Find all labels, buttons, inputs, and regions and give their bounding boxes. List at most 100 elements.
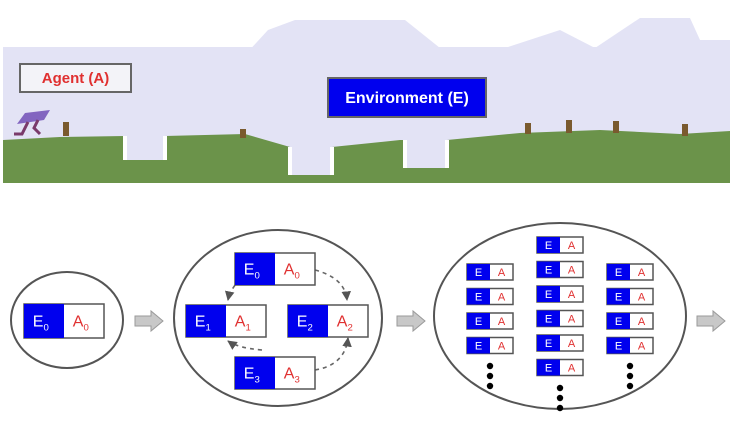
e-subscript: 1 (205, 323, 210, 334)
stage2-ellipse (173, 229, 383, 407)
e-label: E (545, 240, 552, 252)
ellipsis-dots (626, 362, 634, 390)
a-subscript: 2 (347, 323, 352, 334)
arrow-stage1-to-stage2 (134, 309, 164, 333)
mountain-silhouette (3, 18, 730, 60)
e-subscript: 2 (307, 323, 312, 334)
e-label: E (545, 362, 552, 374)
e-label: E (615, 340, 622, 352)
e-cell (186, 305, 226, 337)
a-label: A (568, 289, 576, 301)
a-label: A (498, 291, 506, 303)
a-subscript: 0 (294, 271, 299, 282)
e-label: E (545, 313, 552, 325)
a-label: A (498, 340, 506, 352)
e-label: E (545, 338, 552, 350)
e-cell (537, 237, 560, 253)
a-subscript: 0 (83, 323, 88, 334)
e-label: E (545, 289, 552, 301)
e-label: E (475, 316, 482, 328)
a-label: A (638, 291, 646, 303)
e-cell (607, 264, 630, 280)
transition-e3-to-e2 (314, 337, 352, 371)
terrain-posts (63, 120, 688, 138)
a-label: A (498, 316, 506, 328)
e-cell (467, 337, 490, 354)
a-label: A (568, 313, 576, 325)
ellipsis-dots (556, 384, 564, 412)
a-label: A (638, 316, 646, 328)
arrow-stage3-onward (696, 309, 726, 333)
e-label: E (475, 291, 482, 303)
e-cell (467, 264, 490, 280)
ellipsis-dots (486, 362, 494, 390)
e-cell (24, 304, 64, 338)
a-label: A (638, 340, 646, 352)
e-cell (235, 357, 275, 389)
a-label: A (638, 267, 646, 279)
e-label: E (545, 264, 552, 276)
e-label: E (615, 267, 622, 279)
a-label: A (498, 267, 506, 279)
transition-e0-to-e2 (314, 269, 351, 301)
e-cell (537, 261, 560, 278)
e-label: E (475, 340, 482, 352)
e-cell (467, 288, 490, 305)
ground-terrain (3, 130, 730, 183)
environment-scene (3, 18, 730, 183)
e-cell (537, 286, 560, 302)
a-label: A (568, 338, 576, 350)
e-label: E (615, 316, 622, 328)
a-label: A (568, 264, 576, 276)
e-label: E (475, 267, 482, 279)
transition-e3-to-e1 (227, 340, 263, 351)
e-cell (288, 305, 328, 337)
agent-label-box: Agent (A) (19, 63, 132, 93)
e-cell (537, 359, 560, 376)
e-subscript: 0 (43, 323, 48, 334)
e-cell (235, 253, 275, 285)
e-cell (607, 337, 630, 354)
e-label: E (615, 291, 622, 303)
e-cell (537, 335, 560, 351)
e-cell (467, 313, 490, 329)
e-cell (537, 310, 560, 327)
a-subscript: 3 (294, 375, 299, 386)
agent-label: Agent (A) (42, 70, 110, 87)
pit-edges (123, 136, 449, 175)
arrow-stage2-to-stage3 (396, 309, 426, 333)
e-subscript: 3 (254, 375, 259, 386)
e-cell (607, 313, 630, 329)
agent-walker-icon (14, 110, 50, 136)
a-subscript: 1 (245, 323, 250, 334)
environment-label: Environment (E) (345, 90, 469, 107)
e-cell (607, 288, 630, 305)
a-label: A (568, 362, 576, 374)
environment-label-box: Environment (E) (327, 77, 487, 118)
a-label: A (568, 240, 576, 252)
e-subscript: 0 (254, 271, 259, 282)
